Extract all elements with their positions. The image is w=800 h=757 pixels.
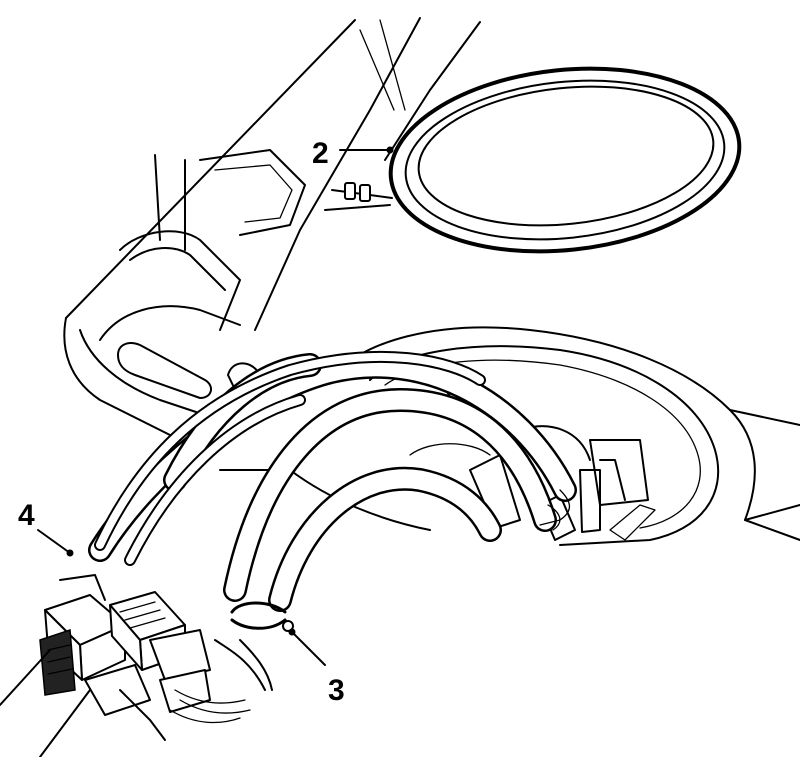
leader-lines (0, 146, 394, 757)
callout-4: 4 (18, 499, 35, 532)
callout-2: 2 (312, 137, 329, 170)
cable-tie (214, 601, 294, 691)
wiring-harness (94, 350, 571, 566)
body-panel (63, 17, 481, 441)
fuel-hoses (88, 353, 577, 612)
connector-assembly (39, 574, 251, 741)
breather-fitting (324, 182, 393, 211)
seal-ring (388, 66, 742, 254)
callout-3: 3 (328, 674, 345, 707)
